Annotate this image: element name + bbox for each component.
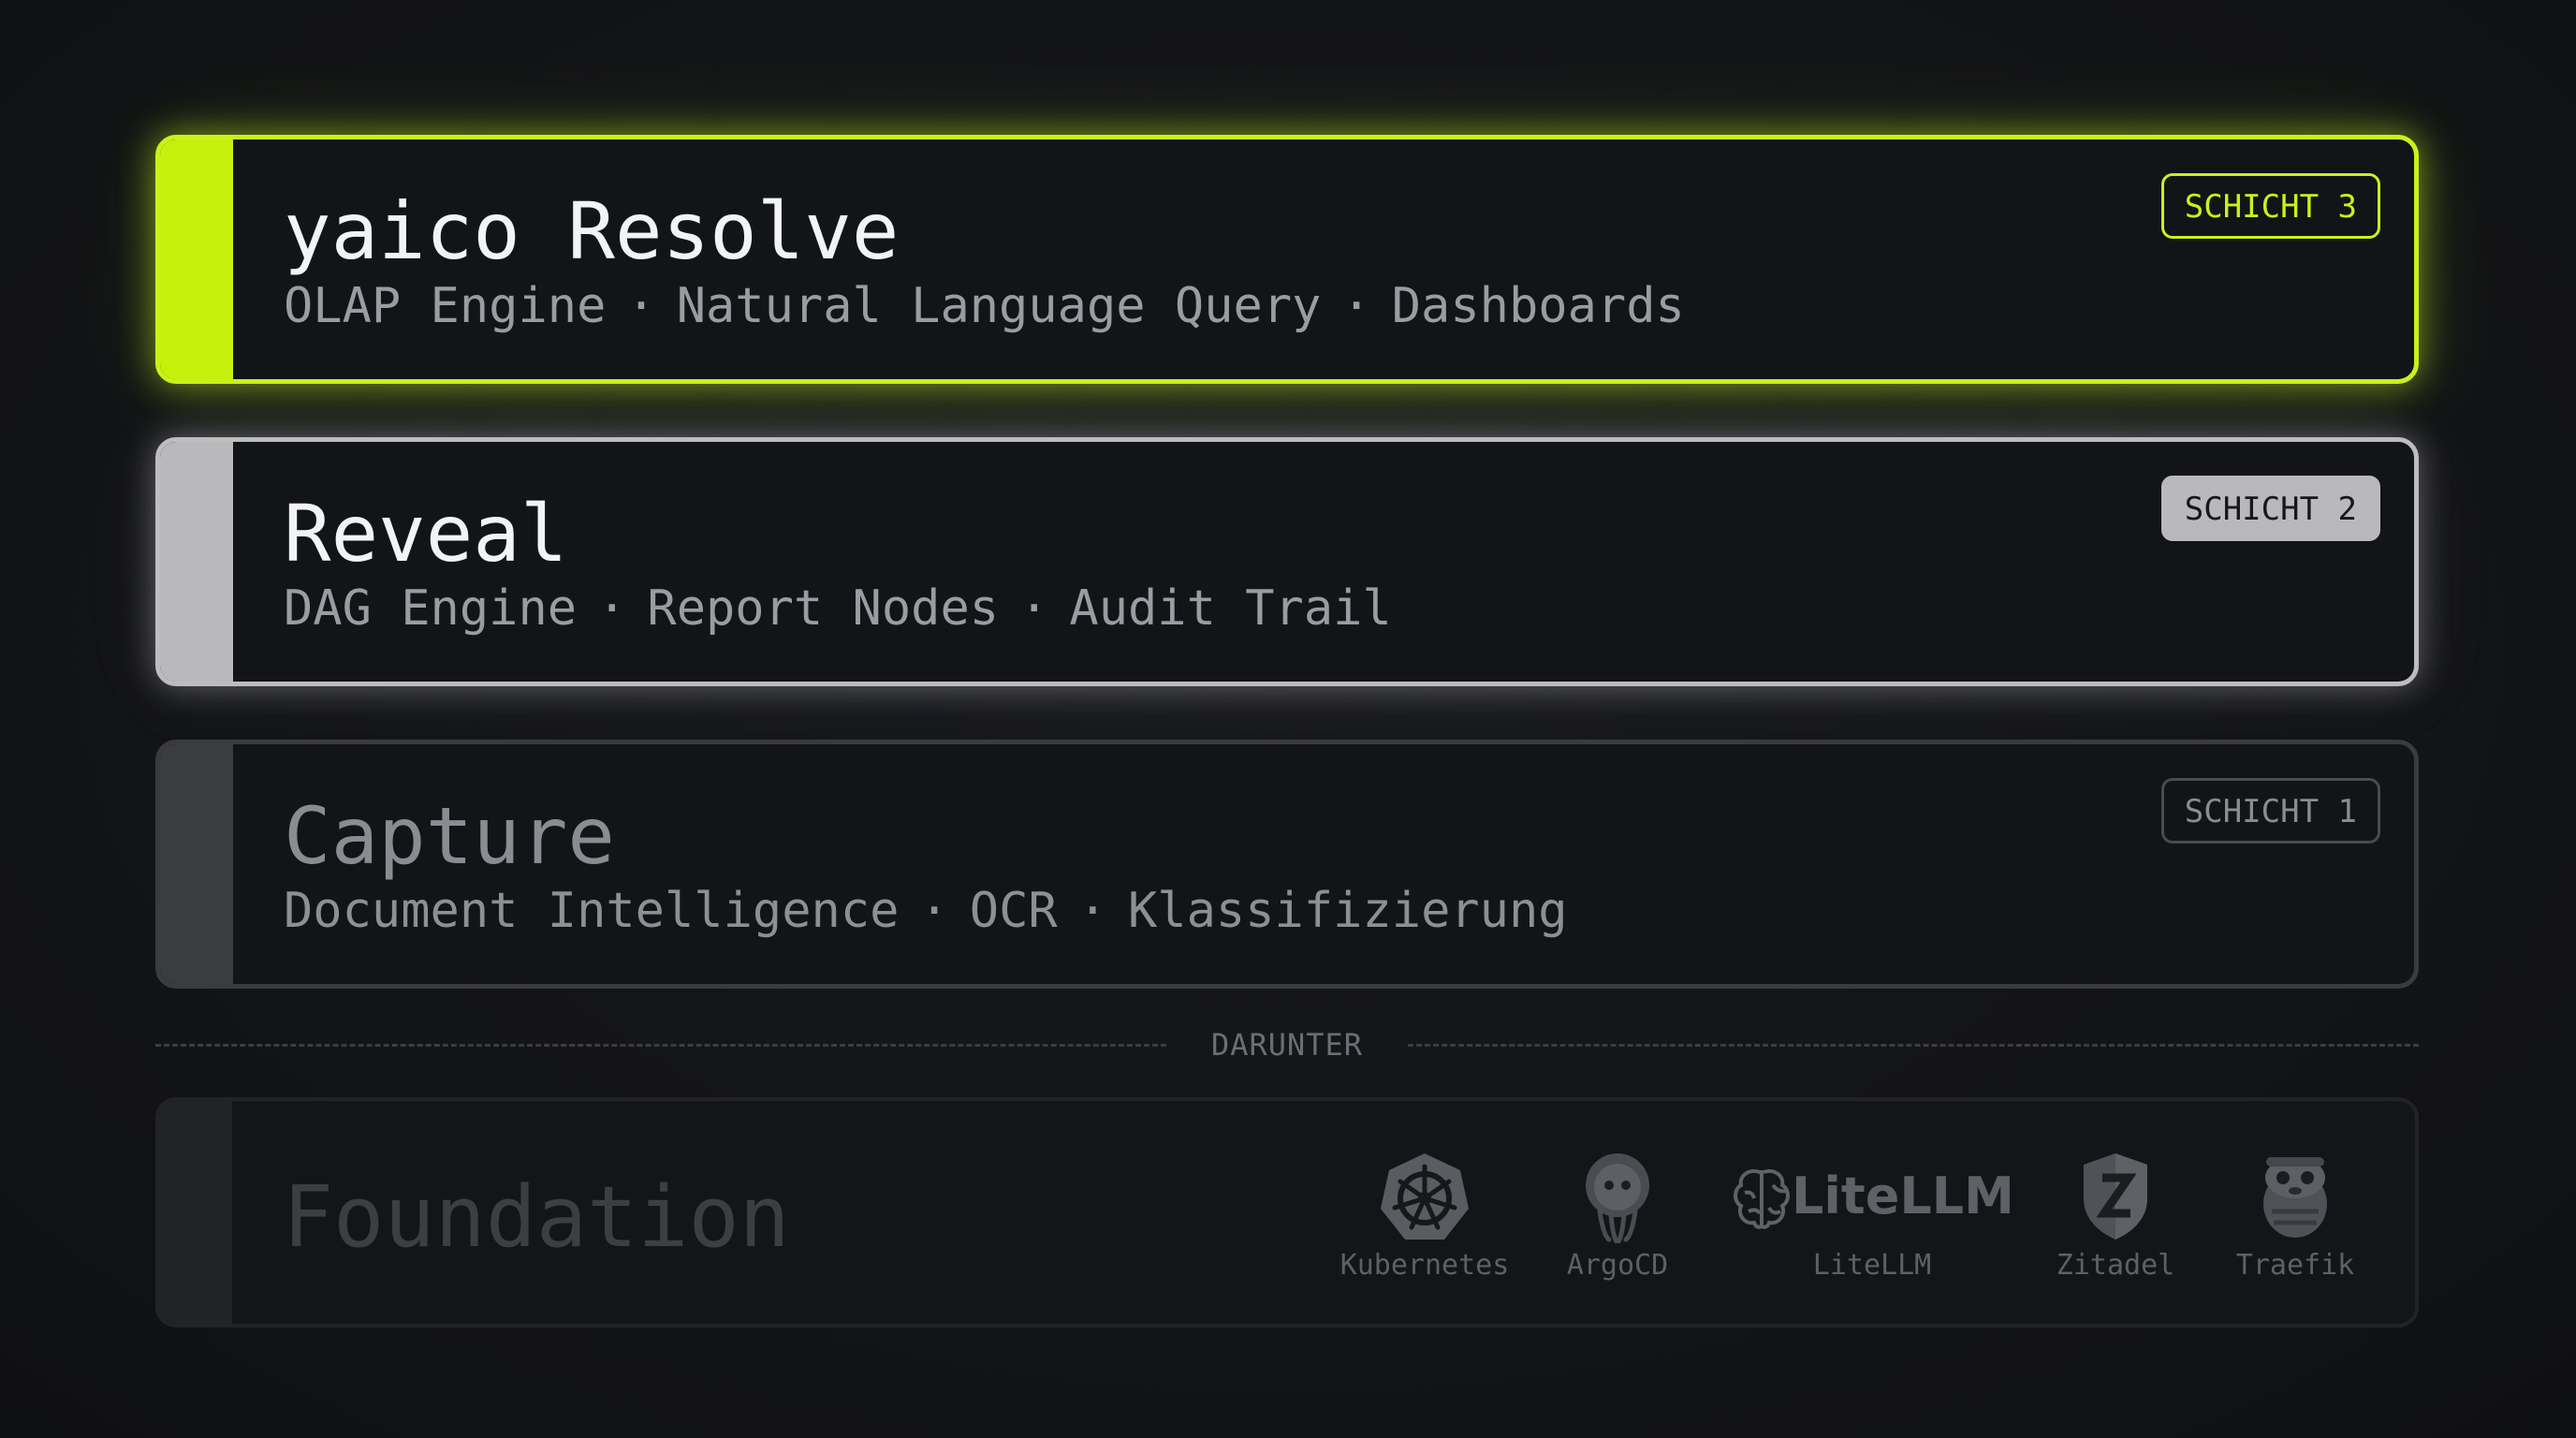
tool-argocd: ArgoCD xyxy=(1543,1150,1692,1281)
litellm-brain-icon xyxy=(1734,1169,1790,1229)
foundation-tools: Kubernetes ArgoCD xyxy=(159,1101,2415,1324)
layer-title: Capture xyxy=(284,790,616,882)
layer-accent-stripe xyxy=(160,744,233,984)
kubernetes-icon xyxy=(1381,1153,1469,1240)
layer-badge: SCHICHT 2 xyxy=(2160,476,2380,541)
tool-label: LiteLLM xyxy=(1812,1249,1932,1282)
layer-features: OLAP Engine·Natural Language Query·Dashb… xyxy=(284,282,1685,330)
feature-separator: · xyxy=(1019,580,1049,637)
layer-title: Reveal xyxy=(284,488,568,580)
feature-item: Audit Trail xyxy=(1069,580,1392,637)
tool-label: ArgoCD xyxy=(1566,1249,1669,1282)
layer-badge: SCHICHT 3 xyxy=(2160,173,2380,239)
layer-features: DAG Engine·Report Nodes·Audit Trail xyxy=(284,584,1392,633)
layer-card-resolve: yaico Resolve OLAP Engine·Natural Langua… xyxy=(155,135,2419,384)
feature-separator: · xyxy=(597,580,627,637)
feature-separator: · xyxy=(1341,278,1371,334)
layer-accent-stripe xyxy=(160,442,233,682)
feature-separator: · xyxy=(919,883,949,939)
foundation-title: Foundation xyxy=(283,1168,790,1267)
divider-dash-line xyxy=(155,1044,1166,1047)
foundation-card: Foundation xyxy=(155,1097,2419,1328)
layer-title: yaico Resolve xyxy=(284,185,900,277)
foundation-divider: DARUNTER xyxy=(155,1026,2419,1064)
divider-dash-line xyxy=(1408,1044,2419,1047)
feature-item: Natural Language Query xyxy=(676,278,1322,334)
layer-features: Document Intelligence·OCR·Klassifizierun… xyxy=(284,887,1568,935)
tool-label: Traefik xyxy=(2235,1249,2355,1282)
traefik-gopher-icon xyxy=(2263,1157,2327,1238)
feature-separator: · xyxy=(1077,883,1107,939)
foundation-accent-stripe xyxy=(159,1101,232,1324)
litellm-logo: LiteLLM xyxy=(1732,1150,2014,1243)
tool-traefik: Traefik xyxy=(2220,1150,2370,1281)
zitadel-shield-icon xyxy=(2084,1153,2147,1240)
feature-separator: · xyxy=(626,278,656,334)
tool-litellm: LiteLLM LiteLLM xyxy=(1732,1150,2014,1282)
feature-item: OCR xyxy=(969,883,1058,939)
feature-item: DAG Engine xyxy=(284,580,578,637)
feature-item: Klassifizierung xyxy=(1128,883,1568,939)
tool-zitadel: Zitadel xyxy=(2041,1150,2190,1281)
layer-card-reveal: Reveal DAG Engine·Report Nodes·Audit Tra… xyxy=(155,437,2419,686)
tool-label: Kubernetes xyxy=(1339,1249,1510,1282)
argocd-icon xyxy=(1586,1153,1649,1243)
layer-accent-stripe xyxy=(160,139,233,379)
feature-item: Report Nodes xyxy=(647,580,1000,637)
layer-card-capture: Capture Document Intelligence·OCR·Klassi… xyxy=(155,740,2419,989)
feature-item: Document Intelligence xyxy=(284,883,900,939)
tool-label: Zitadel xyxy=(2056,1249,2175,1282)
layer-badge: SCHICHT 1 xyxy=(2160,778,2380,844)
feature-item: Dashboards xyxy=(1391,278,1685,334)
divider-label: DARUNTER xyxy=(1210,1027,1364,1063)
tool-kubernetes: Kubernetes xyxy=(1331,1150,1518,1281)
litellm-wordmark: LiteLLM xyxy=(1792,1167,2014,1225)
feature-item: OLAP Engine xyxy=(284,278,607,334)
